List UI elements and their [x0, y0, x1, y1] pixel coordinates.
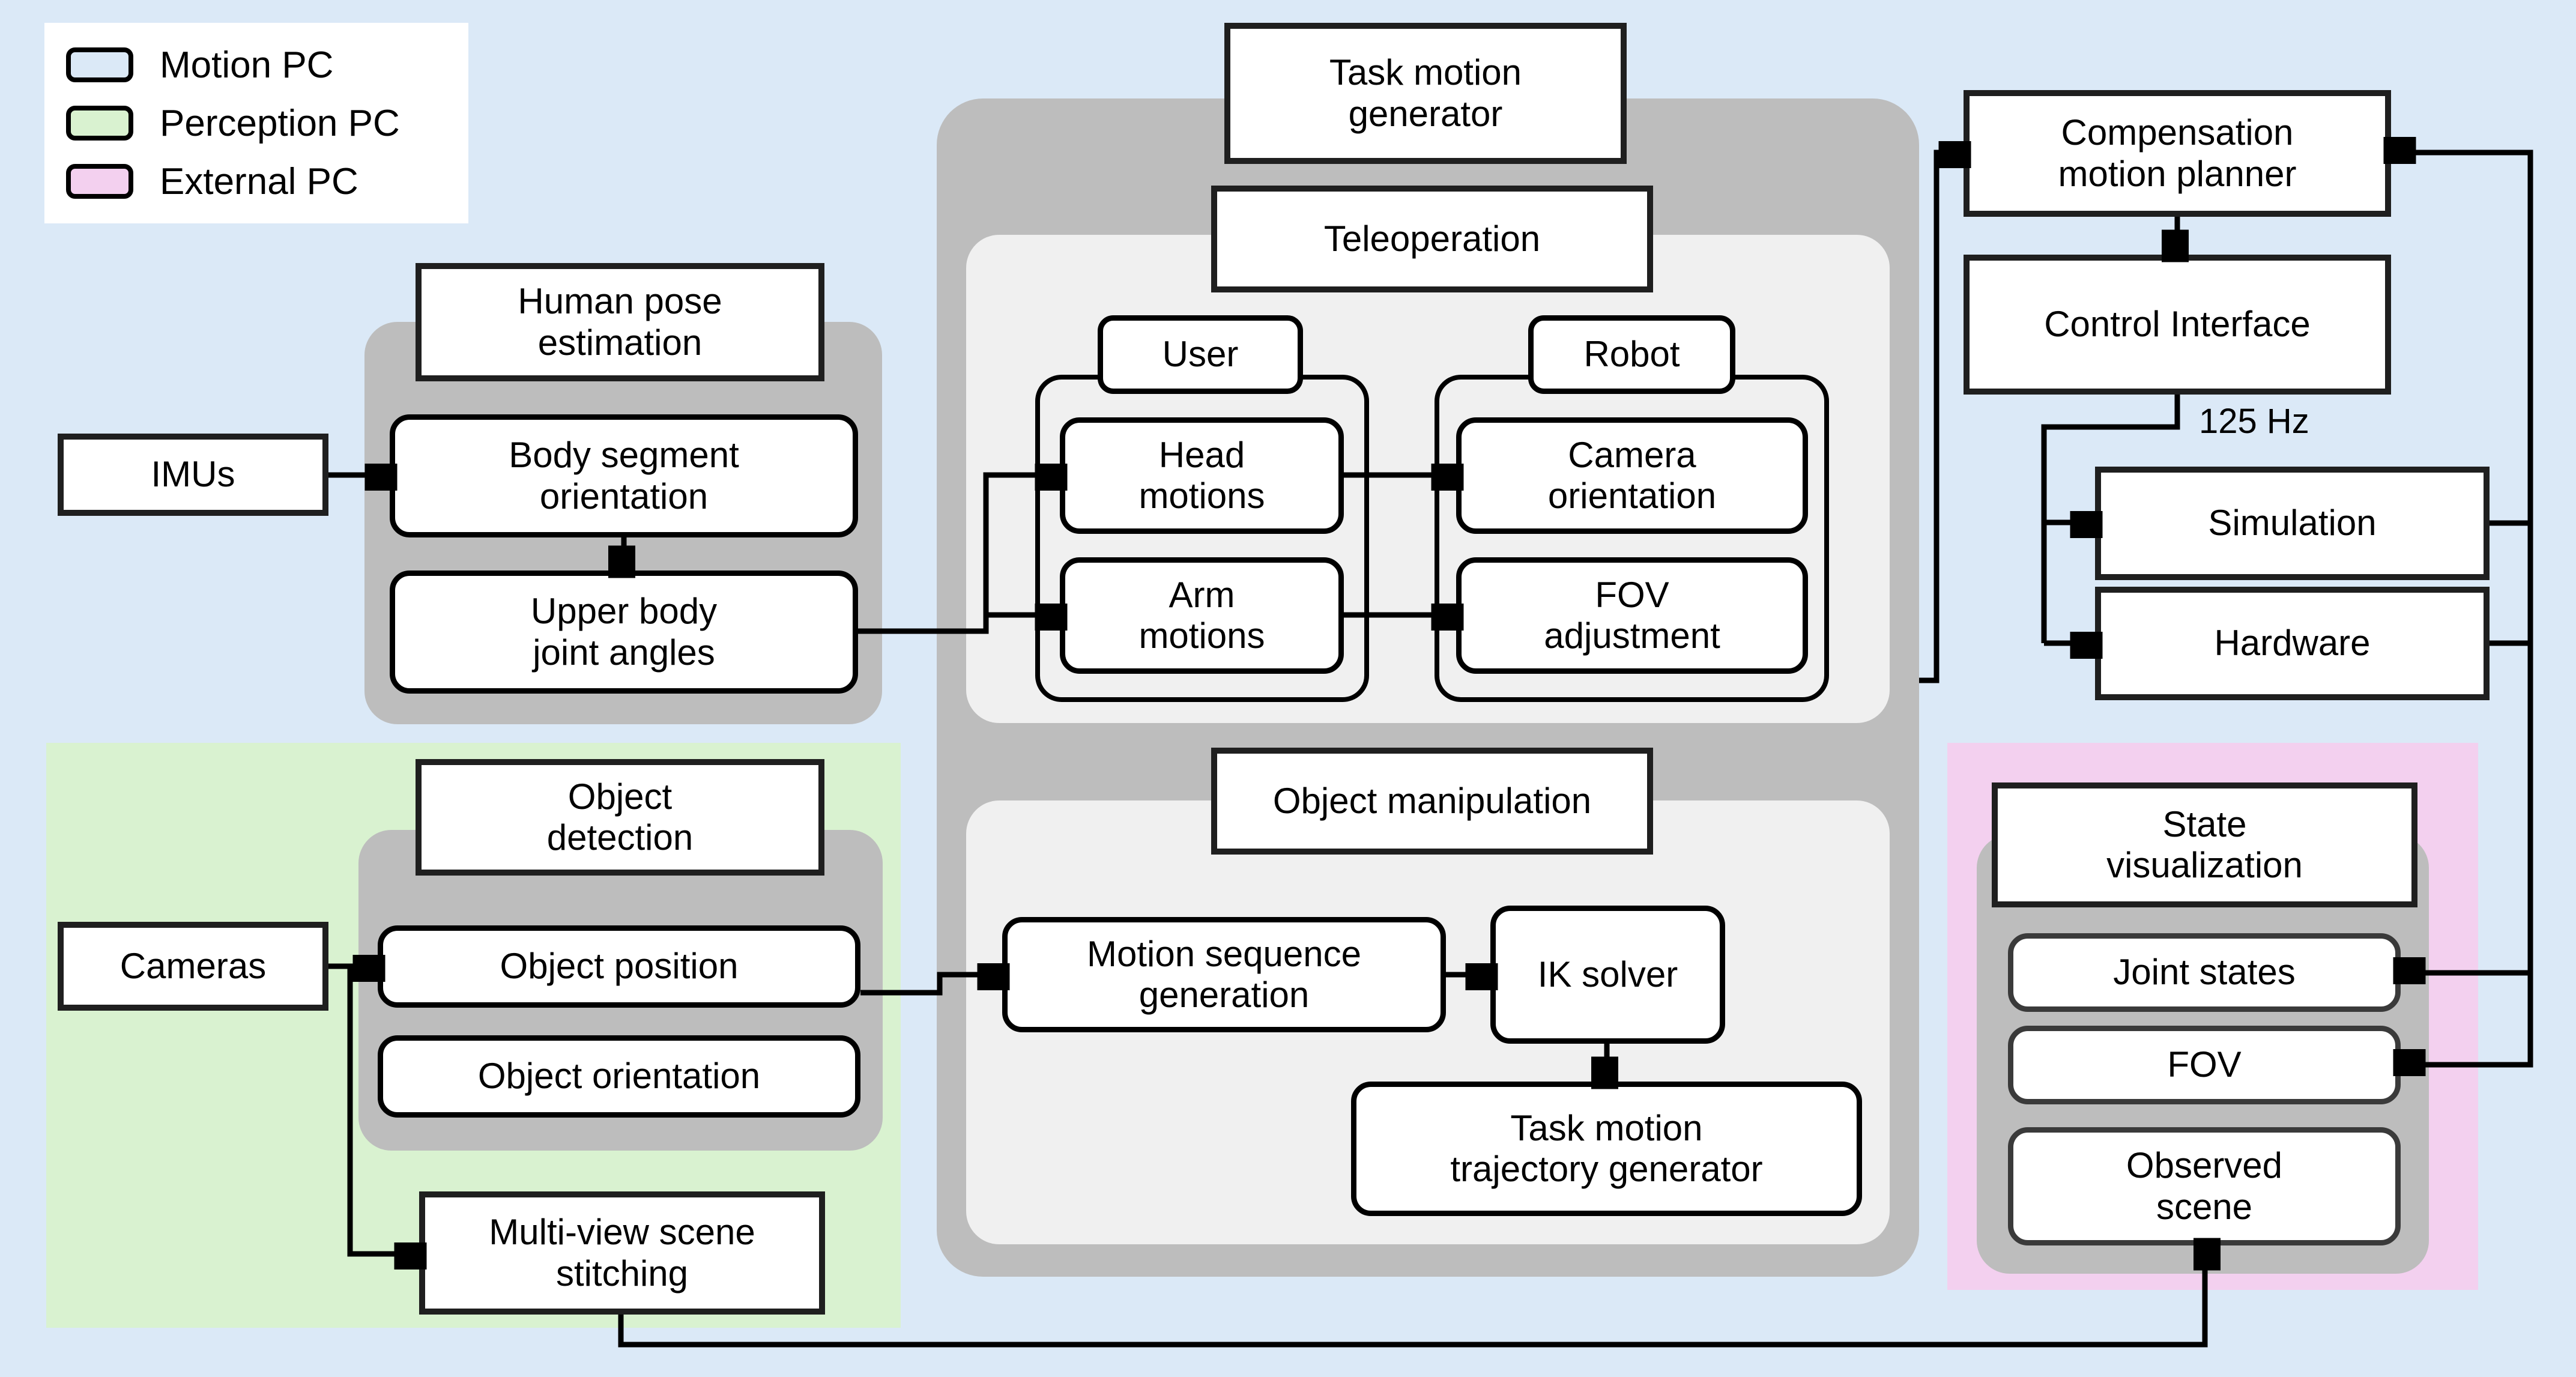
- fov-node: FOV: [2008, 1026, 2401, 1104]
- object-orientation-node: Object orientation: [378, 1035, 860, 1118]
- cameras-node: Cameras: [58, 922, 328, 1011]
- wire-hardware-out: [2490, 523, 2533, 646]
- observed-scene-node: Observed scene: [2008, 1127, 2401, 1245]
- human-pose-estimation-title: Human pose estimation: [416, 263, 824, 381]
- legend-label: External PC: [160, 160, 358, 202]
- legend-item-external-pc: External PC: [66, 160, 468, 203]
- arm-motions-node: Arm motions: [1060, 557, 1344, 674]
- body-segment-orientation-node: Body segment orientation: [390, 414, 858, 537]
- object-manipulation-title: Object manipulation: [1211, 748, 1653, 855]
- legend-item-perception-pc: Perception PC: [66, 102, 468, 145]
- head-motions-node: Head motions: [1060, 417, 1344, 534]
- object-detection-title: Object detection: [416, 759, 824, 876]
- ik-solver-node: IK solver: [1490, 906, 1725, 1044]
- motion-pc-swatch-icon: [66, 47, 133, 82]
- camera-orientation-node: Camera orientation: [1456, 417, 1808, 534]
- arrow-task-motion-to-planner: [1919, 153, 1964, 683]
- joint-states-node: Joint states: [2008, 933, 2401, 1012]
- upper-body-joint-angles-node: Upper body joint angles: [390, 570, 858, 694]
- state-visualization-title: State visualization: [1992, 782, 2417, 907]
- external-pc-swatch-icon: [66, 164, 133, 199]
- legend: Motion PC Perception PC External PC: [44, 23, 468, 223]
- task-motion-trajectory-generator-node: Task motion trajectory generator: [1351, 1082, 1862, 1216]
- fov-adjustment-node: FOV adjustment: [1456, 557, 1808, 674]
- legend-item-motion-pc: Motion PC: [66, 44, 468, 86]
- compensation-motion-planner-node: Compensation motion planner: [1964, 90, 2391, 217]
- perception-pc-swatch-icon: [66, 106, 133, 141]
- task-motion-generator-title: Task motion generator: [1224, 23, 1627, 164]
- motion-sequence-generation-node: Motion sequence generation: [1002, 917, 1446, 1032]
- teleoperation-title: Teleoperation: [1211, 186, 1653, 292]
- imus-node: IMUs: [58, 434, 328, 516]
- control-interface-node: Control Interface: [1964, 255, 2391, 395]
- simulation-node: Simulation: [2095, 467, 2490, 580]
- hardware-node: Hardware: [2095, 587, 2490, 700]
- rate-label: 125 Hz: [2199, 402, 2309, 441]
- legend-label: Perception PC: [160, 102, 400, 144]
- object-position-node: Object position: [378, 925, 860, 1008]
- user-title: User: [1098, 315, 1303, 394]
- robot-title: Robot: [1528, 315, 1735, 394]
- legend-label: Motion PC: [160, 44, 334, 86]
- multi-view-scene-stitching-node: Multi-view scene stitching: [419, 1191, 825, 1315]
